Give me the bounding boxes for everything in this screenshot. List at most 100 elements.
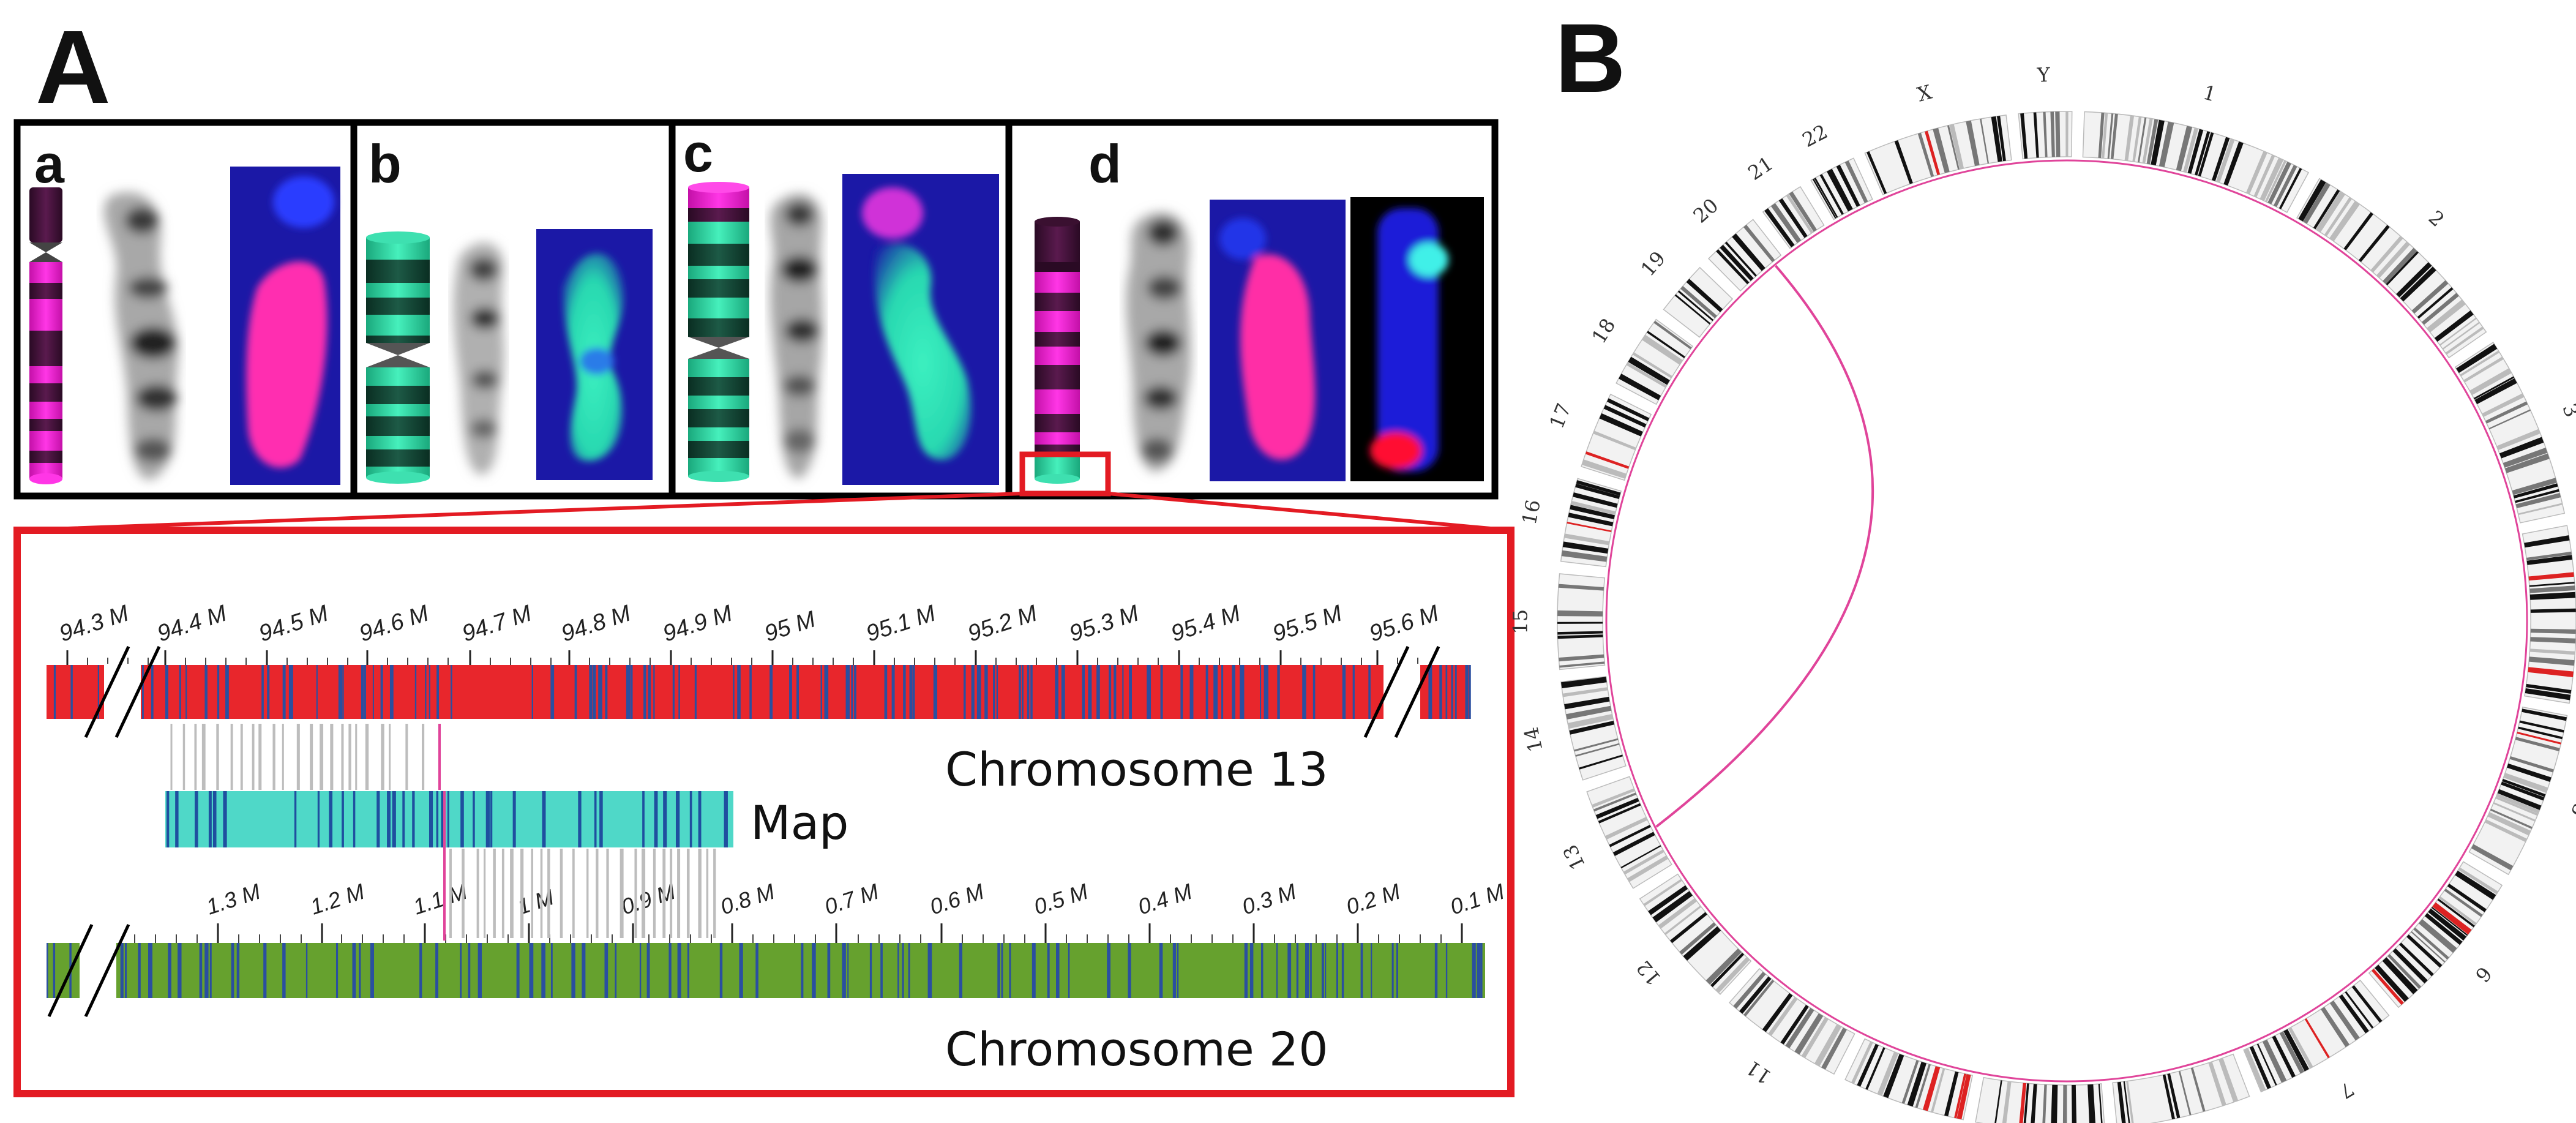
chr13-band	[1160, 665, 1163, 719]
chr20-band	[1434, 943, 1438, 998]
chr20-band	[571, 943, 575, 998]
chr13-band	[142, 665, 144, 719]
chr13-band	[1061, 665, 1065, 719]
circos-band	[2447, 884, 2487, 912]
chr20-break-mark	[47, 923, 94, 1018]
chr13-band	[342, 665, 344, 719]
circos-band	[2434, 310, 2474, 342]
panel-b-letter: B	[1555, 3, 1626, 113]
circos-band	[2399, 942, 2434, 977]
circos-band	[2502, 778, 2546, 797]
chr20-band	[516, 943, 520, 998]
circos-band	[1812, 178, 1837, 219]
circos-band	[2526, 555, 2572, 565]
circos-chromosome-label: 21	[1743, 152, 1777, 185]
chr13-band	[217, 665, 220, 719]
chr13-band	[593, 665, 596, 719]
circos-band	[2501, 781, 2545, 801]
circos-band	[2444, 888, 2483, 917]
circos-band	[1567, 714, 1614, 729]
circos-band	[1794, 1013, 1824, 1055]
chr13-band	[678, 665, 680, 719]
chr20-band	[352, 943, 356, 998]
chr13-band	[429, 665, 430, 719]
circos-band	[2329, 1001, 2360, 1041]
map-band	[294, 791, 297, 847]
circos-chromosome-label: 13	[1558, 841, 1590, 873]
map-band	[724, 791, 728, 847]
chr13-band	[1469, 665, 1471, 719]
circos-band	[1933, 127, 1950, 173]
circos-band	[2503, 773, 2548, 793]
chr20-band	[335, 943, 339, 998]
circos-band	[2123, 1081, 2130, 1123]
chr20-band	[897, 943, 899, 998]
circos-band	[2456, 344, 2498, 374]
map-band	[412, 791, 415, 847]
map-band	[223, 791, 227, 847]
circos-band	[1922, 1066, 1941, 1111]
circos-band	[1944, 1071, 1959, 1117]
circos-band	[1620, 845, 1661, 869]
chr13-band	[1455, 665, 1457, 719]
circos-band	[2515, 489, 2559, 503]
map-band	[642, 791, 645, 847]
chr13-band	[1030, 665, 1033, 719]
map-band	[429, 791, 433, 847]
map-band	[342, 791, 344, 847]
circos-band	[1623, 849, 1664, 875]
circos-band	[1780, 1005, 1809, 1045]
circos-band	[1581, 459, 1627, 479]
circos-band	[2218, 1057, 2239, 1103]
circos-band	[2042, 1084, 2047, 1123]
chr13-band	[993, 665, 995, 719]
map-band	[208, 791, 212, 847]
circos-band	[2264, 160, 2287, 203]
chr13-band	[338, 665, 343, 719]
circos-band	[1814, 178, 1838, 218]
chr20-band	[812, 943, 816, 998]
subpanel-c-letter: c	[683, 122, 713, 183]
circos-band	[2396, 262, 2432, 298]
circos-band	[1877, 1051, 1899, 1096]
circos-band	[2244, 1048, 2266, 1092]
circos-band	[2072, 1084, 2077, 1123]
chr13-band	[851, 665, 853, 719]
chr13-band	[225, 665, 229, 719]
circos-band	[1770, 203, 1802, 243]
circos-band	[1915, 1064, 1931, 1108]
chr20-band	[604, 943, 608, 998]
circos-band	[2195, 131, 2211, 176]
chr13-bar	[47, 665, 1470, 719]
chr13-break-gap	[1383, 664, 1420, 720]
chr13-band	[1451, 665, 1453, 719]
circos-band	[1658, 898, 1697, 929]
chr13-band	[984, 665, 988, 719]
chr13-band	[1342, 665, 1346, 719]
map-band	[175, 791, 179, 847]
subpanel-d-ideogram	[1035, 217, 1080, 484]
chr13-band	[165, 665, 168, 719]
subpanel-c-ideogram	[688, 182, 749, 482]
map-band	[654, 791, 658, 847]
circos-band	[1609, 825, 1651, 847]
chr13-band	[1122, 665, 1124, 719]
circos-band	[2132, 116, 2142, 162]
circos-inner-ring	[1605, 159, 2528, 1083]
chr13-band	[1088, 665, 1092, 719]
circos-band	[2418, 919, 2457, 953]
chr20-band	[1159, 943, 1163, 998]
circos-band	[2484, 819, 2528, 843]
circos-band	[2529, 656, 2575, 666]
circos-band	[2303, 182, 2331, 224]
circos-band	[1836, 164, 1860, 208]
chr13-band	[854, 665, 856, 719]
circos-band	[2142, 118, 2153, 163]
circos-band	[2279, 1031, 2305, 1074]
circos-band	[1705, 948, 1742, 985]
circos-band	[2245, 151, 2267, 195]
circos-band	[1632, 352, 1672, 378]
chr13-band	[1260, 665, 1262, 719]
circos-chromosome-11: 11	[1728, 967, 1855, 1089]
